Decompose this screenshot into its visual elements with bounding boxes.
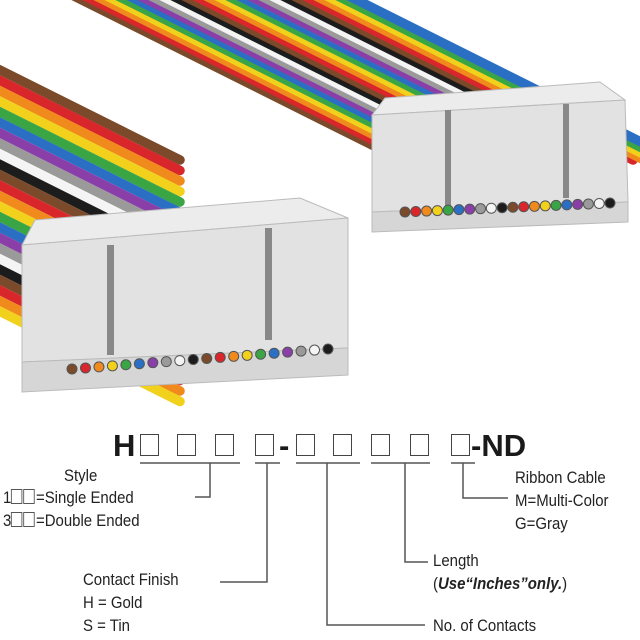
wire-end [120,359,132,371]
wire-end [475,203,487,215]
length-title: Length [433,551,479,570]
wire-end [421,205,433,217]
ribbon-title: Ribbon Cable [515,468,606,487]
code-box [296,434,315,456]
contact-finish-tin: S = Tin [83,616,130,635]
wire-end [201,352,213,364]
wire-end [79,362,91,374]
wire-end [464,203,476,215]
wire-end [228,350,240,362]
wire-end [147,357,159,369]
wire-end [187,354,199,366]
single-label: =Single Ended [35,488,134,507]
wire [0,106,185,207]
wire-end [160,356,172,368]
wire-end [106,360,118,372]
wire-end [214,351,226,363]
wire-end [93,361,105,373]
wire [0,64,185,165]
wire-end [507,201,519,213]
ribbon-gray: G=Gray [515,514,568,533]
right-connector [370,81,629,233]
wire-end [431,205,443,217]
wire-end [268,347,280,359]
contact-finish-title: Contact Finish [83,570,179,589]
wire-end [322,343,334,355]
wire-end [133,358,145,370]
style-single: 1 =Single Ended [3,486,134,509]
part-suffix: -ND [471,428,527,463]
wire-end [561,199,573,211]
wire-end [241,349,253,361]
contact-finish-gold: H = Gold [83,593,143,612]
contacts-title: No. of Contacts [433,616,537,635]
style-double: 3 =Double Ended [3,509,140,532]
code-box [410,434,429,456]
wire-end [282,346,294,358]
code-box [333,434,352,456]
left-connector [21,197,349,393]
wire [0,96,185,197]
code-box [371,434,390,456]
wire-end [255,348,267,360]
code-box [177,434,196,456]
code-box [255,434,274,456]
wire-end [309,344,321,356]
wire-end [295,345,307,357]
wire-end [399,206,411,218]
length-note: (Use“Inches”only.) [433,574,568,593]
code-box [451,434,470,456]
wire-end [582,198,594,210]
part-prefix: H [113,428,136,463]
wire-end [66,363,78,375]
wire-end [572,198,584,210]
single-digit: 1 [3,488,12,507]
wire-end [453,204,465,216]
style-title: Style [64,466,98,485]
wire-end [539,200,551,212]
wire-end [528,200,540,212]
double-digit: 3 [3,511,12,530]
wire-end [485,202,497,214]
wire [71,0,407,165]
wire-end [410,206,422,218]
wire-end [174,355,186,367]
wire [82,0,418,165]
double-label: =Double Ended [35,511,140,530]
part-separator: - [279,428,290,463]
wire [0,75,185,176]
wire-end [442,204,454,216]
wire [0,85,185,186]
ribbon-multi: M=Multi-Color [515,491,609,510]
wire-end [550,199,562,211]
code-box [140,434,159,456]
wire [0,127,185,228]
wire-end [593,197,605,209]
wire-end [518,201,530,213]
code-box [215,434,234,456]
wire [93,0,429,165]
wire [0,117,185,218]
wire-end [604,197,616,209]
wire-end [496,202,508,214]
